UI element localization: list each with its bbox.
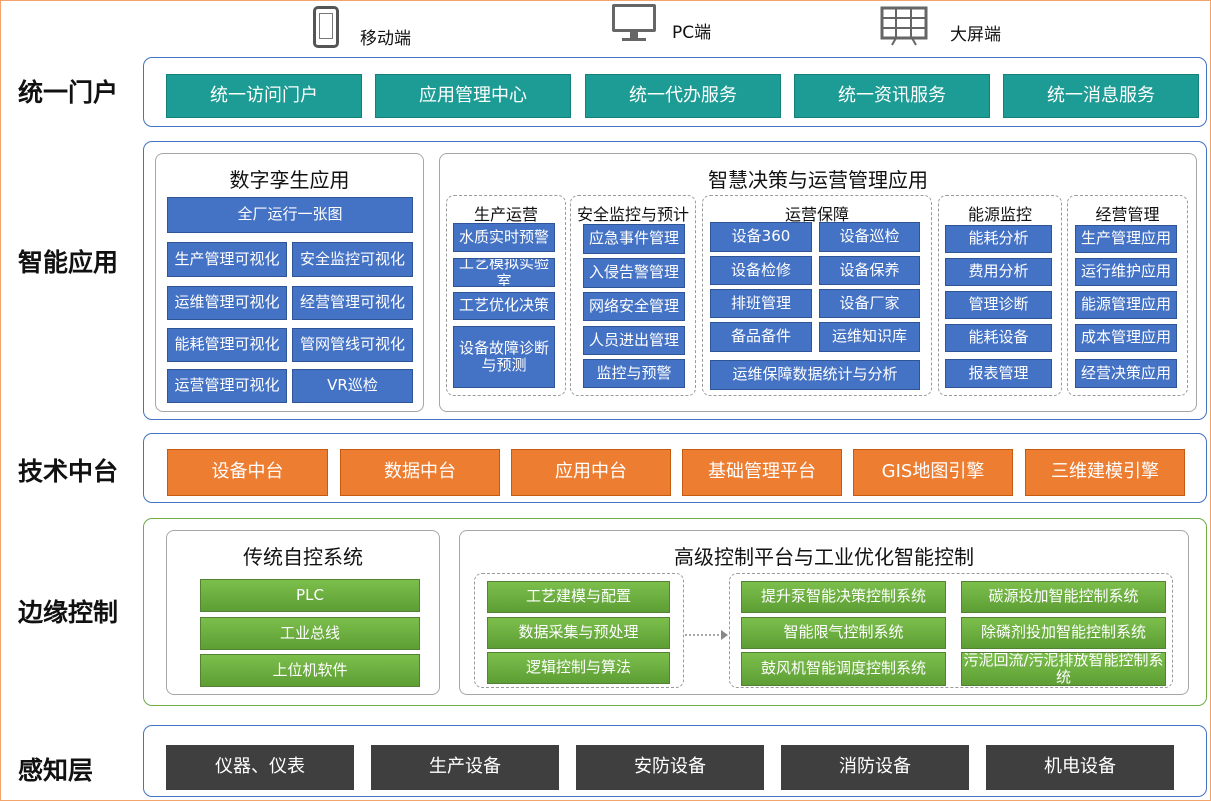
app-button[interactable]: 能耗分析	[945, 225, 1052, 253]
app-button[interactable]: 设备检修	[710, 256, 812, 285]
app-group	[1067, 195, 1188, 396]
perception-button[interactable]: 生产设备	[371, 745, 559, 790]
app-button[interactable]: 报表管理	[945, 359, 1052, 388]
app-button[interactable]: VR巡检	[292, 369, 413, 403]
app-group-title: 生产运营	[473, 205, 538, 224]
app-group	[938, 195, 1062, 396]
large-screen-icon	[880, 6, 928, 46]
edge-button[interactable]: 工业总线	[200, 617, 420, 650]
edge-button[interactable]: 智能限气控制系统	[741, 617, 946, 649]
advanced-left-group	[474, 573, 684, 688]
app-button[interactable]: 应急事件管理	[583, 224, 685, 254]
app-button[interactable]: 设备保养	[819, 256, 920, 285]
edge-button[interactable]: 除磷剂投加智能控制系统	[961, 617, 1166, 649]
advanced-control-title: 高级控制平台与工业优化智能控制	[674, 545, 974, 569]
traditional-control-title: 传统自控系统	[243, 545, 363, 569]
portal-button[interactable]: 应用管理中心	[375, 74, 571, 118]
client-label-large-screen: 大屏端	[950, 25, 1001, 45]
perception-button[interactable]: 消防设备	[781, 745, 969, 790]
portal-button[interactable]: 统一资讯服务	[794, 74, 990, 118]
dotted-arrow-icon	[685, 626, 729, 640]
layer-label-apps: 智能应用	[18, 248, 119, 277]
app-button[interactable]: 运维知识库	[819, 322, 920, 352]
tech-button[interactable]: 基础管理平台	[682, 449, 842, 496]
app-button[interactable]: 入侵告警管理	[583, 258, 685, 288]
layer-label-tech: 技术中台	[18, 457, 119, 486]
app-button[interactable]: 经营管理可视化	[292, 286, 413, 320]
tech-button[interactable]: 设备中台	[167, 449, 328, 496]
app-button[interactable]: 备品备件	[710, 322, 812, 352]
app-button[interactable]: 设备巡检	[819, 222, 920, 252]
app-group	[702, 195, 932, 396]
portal-button[interactable]: 统一消息服务	[1003, 74, 1199, 118]
app-button[interactable]: 运营管理可视化	[167, 369, 287, 403]
app-button[interactable]: 设备故障诊断与预测	[453, 326, 555, 388]
app-button[interactable]: 排班管理	[710, 289, 812, 318]
desktop-monitor-icon	[612, 4, 656, 42]
app-group-title: 安全监控与预计	[576, 205, 689, 224]
smart-decision-title: 智慧决策与运营管理应用	[708, 168, 928, 192]
app-button[interactable]: 经营决策应用	[1075, 359, 1177, 388]
app-button[interactable]: 管理诊断	[945, 291, 1052, 319]
app-button[interactable]: 生产管理可视化	[167, 242, 287, 277]
layer-label-portal: 统一门户	[18, 78, 119, 107]
app-button[interactable]: 运维保障数据统计与分析	[710, 360, 920, 390]
app-button[interactable]: 设备360	[710, 222, 812, 252]
app-group	[446, 195, 566, 396]
perception-button[interactable]: 安防设备	[576, 745, 764, 790]
client-label-pc: PC端	[672, 23, 712, 43]
tech-button[interactable]: 三维建模引擎	[1025, 449, 1185, 496]
edge-button[interactable]: 逻辑控制与算法	[487, 652, 670, 684]
app-button[interactable]: 网络安全管理	[583, 292, 685, 321]
tech-button[interactable]: GIS地图引擎	[853, 449, 1013, 496]
app-button[interactable]: 管网管线可视化	[292, 328, 413, 362]
edge-button[interactable]: 数据采集与预处理	[487, 617, 670, 649]
edge-button[interactable]: 污泥回流/污泥排放智能控制系统	[961, 652, 1166, 686]
app-button[interactable]: 能耗管理可视化	[167, 328, 287, 362]
edge-button[interactable]: 工艺建模与配置	[487, 581, 670, 613]
advanced-right-group	[729, 573, 1173, 688]
mobile-phone-icon	[313, 6, 339, 48]
app-button[interactable]: 工艺优化决策	[453, 292, 555, 320]
perception-button[interactable]: 仪器、仪表	[166, 745, 354, 790]
app-button[interactable]: 全厂运行一张图	[167, 197, 413, 233]
app-group-title: 能源监控	[967, 205, 1032, 224]
app-group-title: 经营管理	[1095, 205, 1160, 224]
layer-label-edge: 边缘控制	[18, 598, 119, 627]
digital-twin-title: 数字孪生应用	[229, 168, 350, 192]
digital-twin-panel	[155, 153, 424, 412]
app-button[interactable]: 工艺模拟实验室	[453, 258, 555, 287]
client-label-mobile: 移动端	[360, 29, 411, 49]
layer-label-perception: 感知层	[18, 756, 94, 785]
portal-button[interactable]: 统一访问门户	[166, 74, 362, 118]
edge-button[interactable]: 提升泵智能决策控制系统	[741, 581, 946, 613]
perception-button[interactable]: 机电设备	[986, 745, 1174, 790]
app-button[interactable]: 运行维护应用	[1075, 258, 1177, 286]
edge-button[interactable]: 碳源投加智能控制系统	[961, 581, 1166, 613]
app-group	[570, 195, 696, 396]
app-button[interactable]: 能耗设备	[945, 324, 1052, 352]
app-button[interactable]: 水质实时预警	[453, 223, 555, 252]
app-button[interactable]: 人员进出管理	[583, 326, 685, 355]
app-button[interactable]: 运维管理可视化	[167, 286, 287, 320]
app-button[interactable]: 费用分析	[945, 258, 1052, 286]
edge-button[interactable]: 上位机软件	[200, 654, 420, 687]
app-group-title: 运营保障	[784, 205, 849, 224]
app-button[interactable]: 安全监控可视化	[292, 242, 413, 277]
edge-button[interactable]: 鼓风机智能调度控制系统	[741, 652, 946, 686]
tech-button[interactable]: 应用中台	[511, 449, 671, 496]
tech-button[interactable]: 数据中台	[340, 449, 500, 496]
app-button[interactable]: 监控与预警	[583, 359, 685, 388]
edge-button[interactable]: PLC	[200, 579, 420, 612]
app-button[interactable]: 生产管理应用	[1075, 225, 1177, 253]
portal-button[interactable]: 统一代办服务	[585, 74, 781, 118]
app-button[interactable]: 设备厂家	[819, 289, 920, 318]
app-button[interactable]: 成本管理应用	[1075, 324, 1177, 352]
app-button[interactable]: 能源管理应用	[1075, 291, 1177, 319]
